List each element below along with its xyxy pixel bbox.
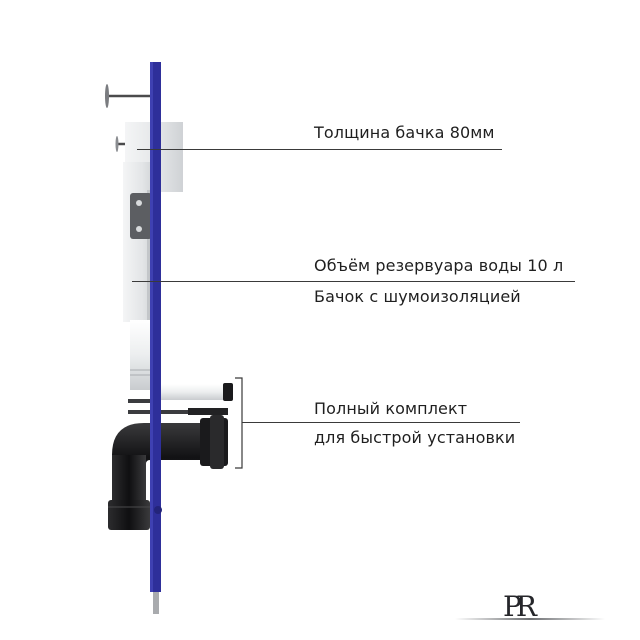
callout-full-kit: Полный комплект [314,399,468,418]
drain-elbow-pipe [108,415,228,530]
leader-line-tank-thickness [137,149,502,150]
cistern-tank [123,122,183,390]
leader-line-full-kit [242,422,520,423]
frame-upright [150,62,162,614]
callout-quick-install: для быстрой установки [314,428,516,447]
callout-tank-volume: Объём резервуара воды 10 л [314,256,564,275]
leader-line-tank-volume [132,281,575,282]
callout-tank-thickness: Толщина бачка 80мм [314,123,495,142]
kit-bracket [235,377,243,469]
logo-underline [455,618,605,620]
wall-anchor-icon [105,84,152,152]
flush-outlet-pipe [128,383,233,415]
callout-noise-insulation: Бачок с шумоизоляцией [314,287,521,306]
brand-logo: PR [503,590,537,623]
